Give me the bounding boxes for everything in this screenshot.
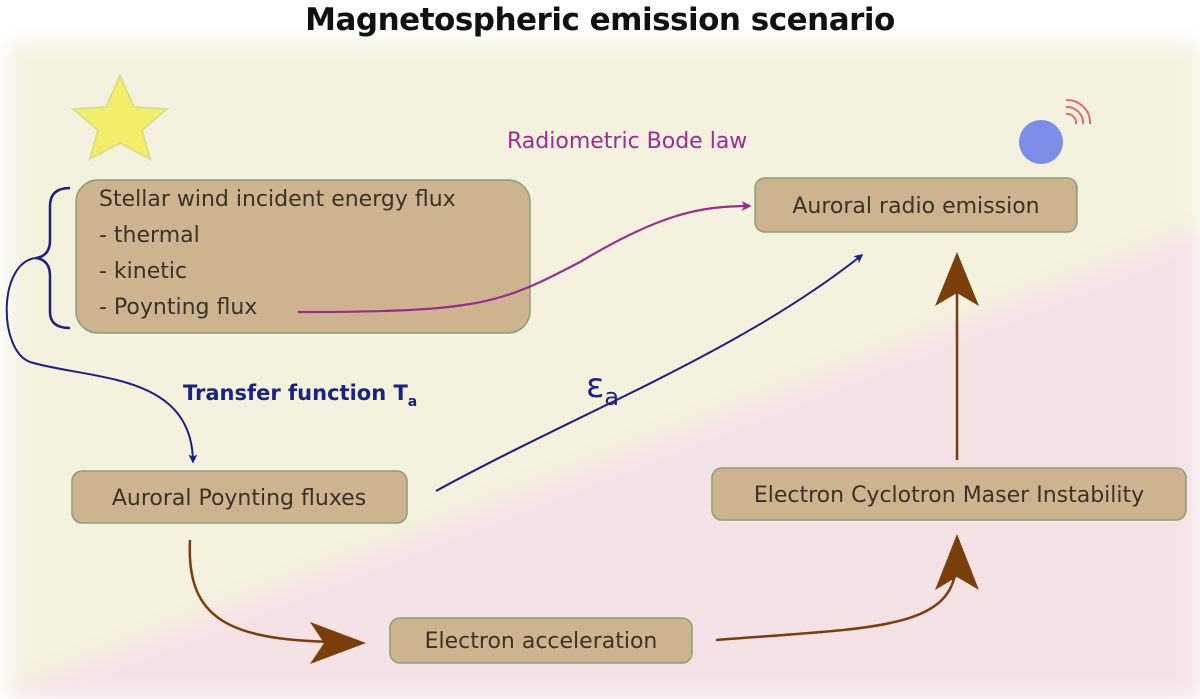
bode-law-label: Radiometric Bode law: [507, 129, 747, 154]
arrowhead: [935, 534, 979, 590]
planet-with-signal: [1019, 98, 1092, 164]
electron-acceleration-box: Electron acceleration: [389, 617, 693, 664]
transfer-function-arrow: [5, 257, 198, 464]
transfer-function-label: Transfer function Ta: [183, 381, 417, 410]
brown-flow-arrows: [188, 252, 979, 664]
stellar-wind-line-3: - kinetic: [99, 259, 187, 284]
efficiency-label: εa: [586, 366, 619, 411]
poynting-to-acceleration-arrow: [188, 539, 337, 644]
auroral-radio-emission-box: Auroral radio emission: [754, 177, 1078, 233]
stellar-wind-line-2: - thermal: [99, 223, 200, 248]
auroral-radio-emission-label: Auroral radio emission: [792, 194, 1039, 219]
stellar-wind-line-4: - Poynting flux: [99, 295, 257, 320]
star-icon: [70, 73, 170, 161]
arrowhead: [935, 252, 979, 306]
auroral-poynting-fluxes-label: Auroral Poynting fluxes: [112, 486, 366, 511]
acceleration-to-ecmi-arrow: [715, 567, 958, 642]
ecmi-box: Electron Cyclotron Maser Instability: [711, 467, 1187, 521]
bode-law-arrow: [297, 201, 752, 314]
efficiency-arrow: [435, 254, 864, 492]
stellar-wind-line-1: Stellar wind incident energy flux: [99, 187, 456, 212]
ecmi-label: Electron Cyclotron Maser Instability: [754, 483, 1144, 508]
planet-icon: [1019, 120, 1063, 164]
arrowhead: [310, 622, 366, 664]
auroral-poynting-fluxes-box: Auroral Poynting fluxes: [71, 470, 408, 524]
page-title: Magnetospheric emission scenario: [305, 2, 895, 38]
stellar-wind-box: Stellar wind incident energy flux - ther…: [75, 179, 531, 334]
electron-acceleration-label: Electron acceleration: [425, 629, 658, 654]
radio-signal-icon: [1065, 98, 1092, 125]
